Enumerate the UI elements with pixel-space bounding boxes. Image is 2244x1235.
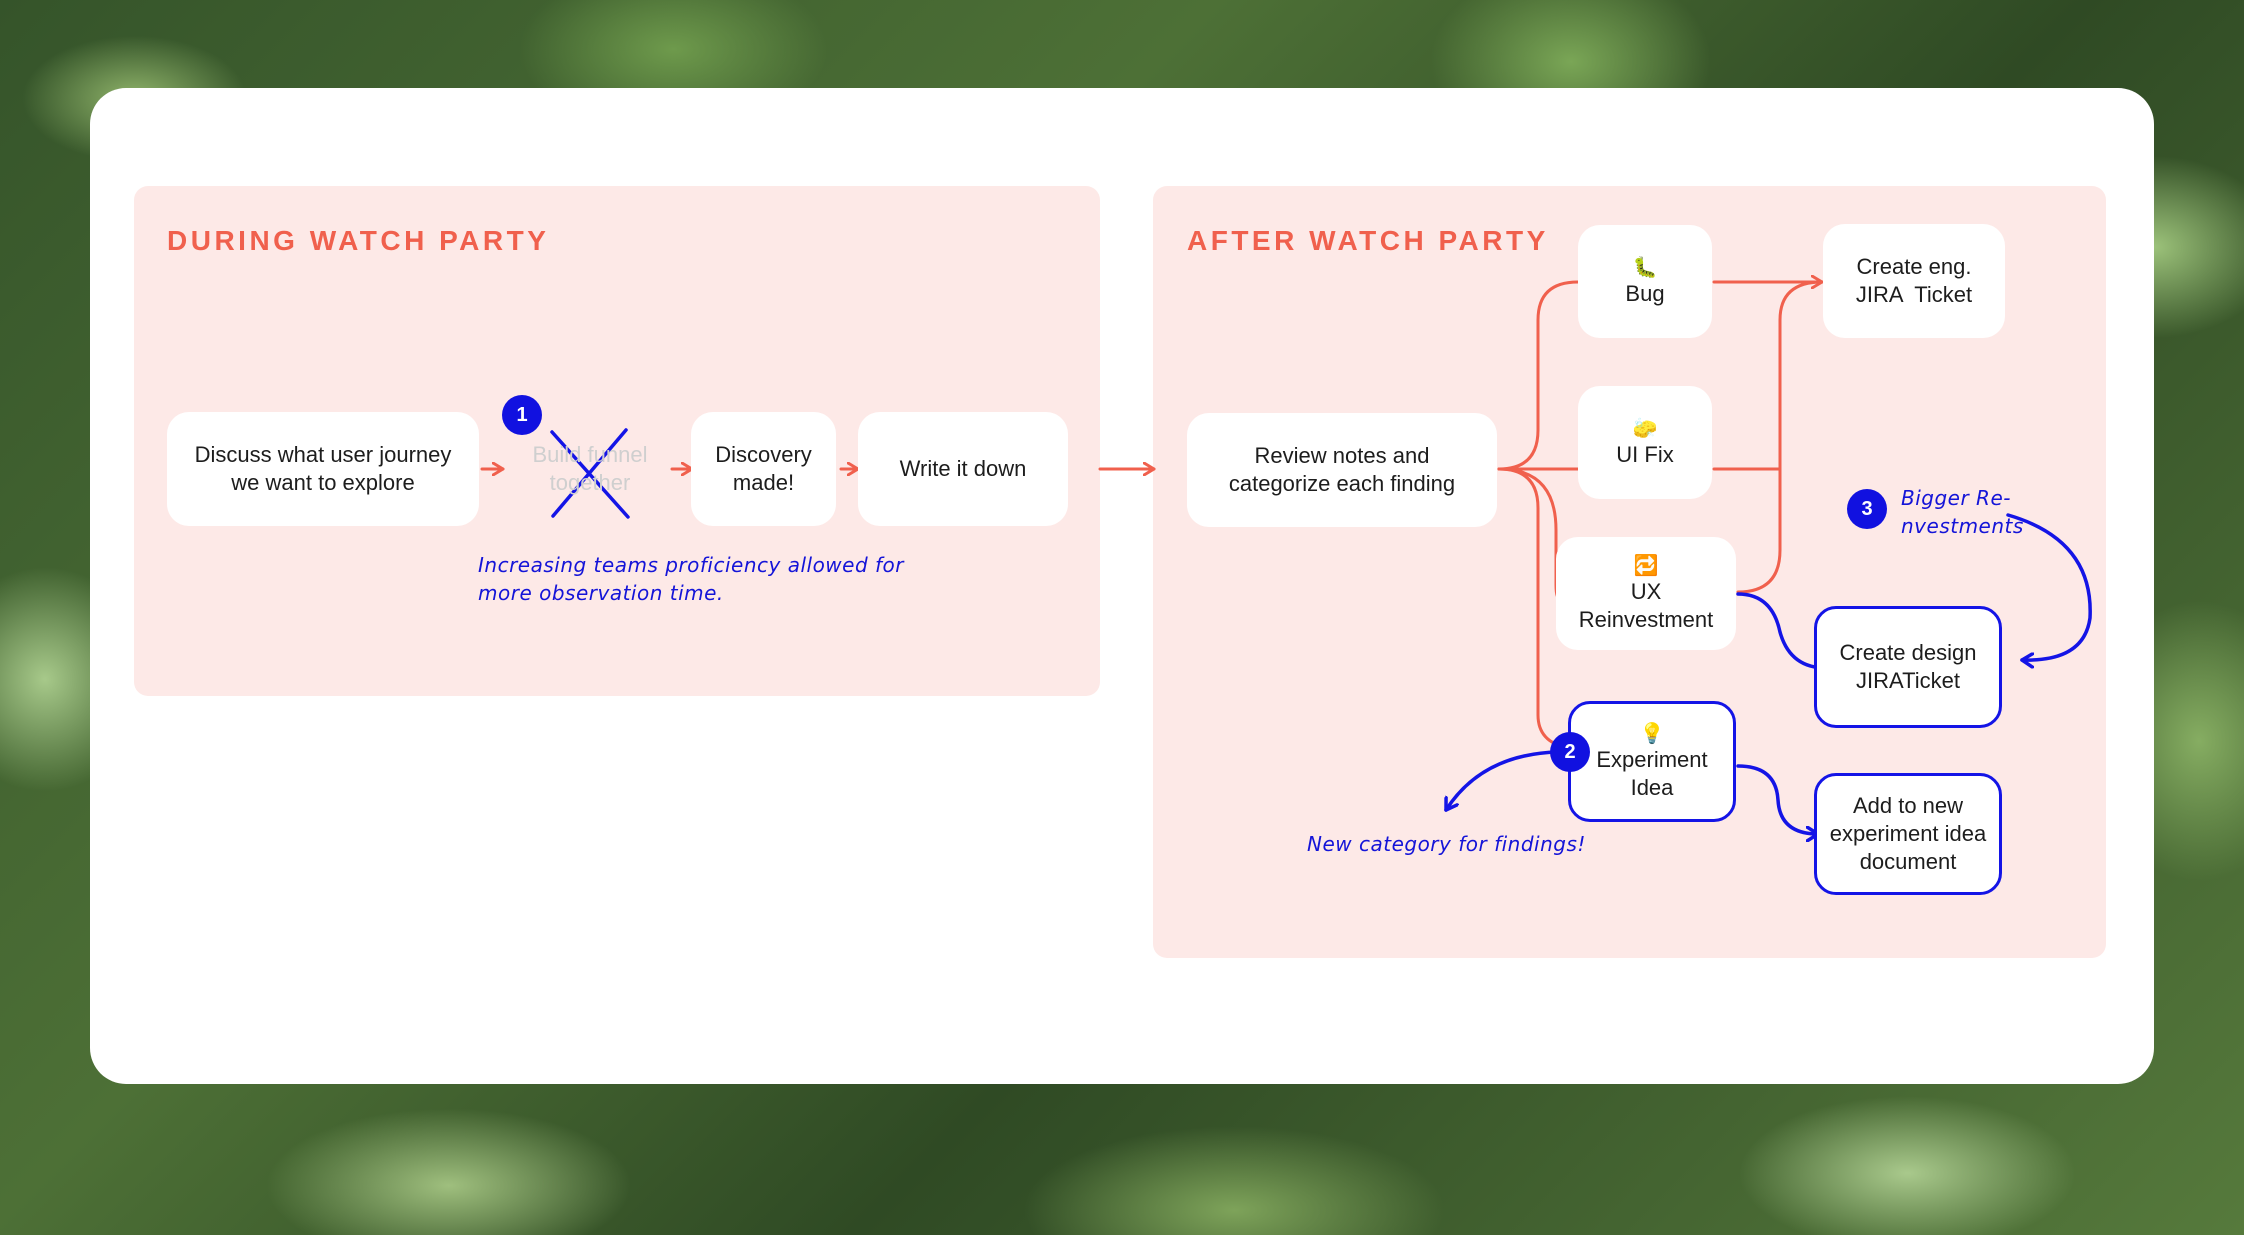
discuss-line-1: Discuss what user journey bbox=[194, 442, 452, 467]
arrow-experiment-to-doc bbox=[1736, 764, 1820, 834]
design-ticket-line-1: Create design bbox=[1839, 640, 1977, 665]
bug-icon: 🐛 bbox=[1632, 256, 1658, 279]
eng-ticket-node: Create eng. JIRA Ticket bbox=[1823, 224, 2005, 338]
experiment-idea-node: 💡 Experiment Idea bbox=[1568, 701, 1736, 822]
review-node: Review notes and categorize each finding bbox=[1187, 413, 1497, 527]
build-funnel-line-2: together bbox=[549, 470, 631, 495]
arrow-bigger-reinvestments bbox=[2006, 513, 2092, 660]
badge-3: 3 bbox=[1847, 489, 1887, 529]
sponge-icon: 🧽 bbox=[1632, 417, 1658, 440]
discovery-line-2: made! bbox=[732, 470, 795, 495]
branch-to-bug bbox=[1497, 280, 1580, 471]
ux-line-1: UX bbox=[1630, 578, 1662, 604]
discuss-line-2: we want to explore bbox=[231, 470, 415, 495]
design-ticket-line-2: JIRATicket bbox=[1856, 668, 1960, 693]
add-doc-node: Add to new experiment idea document bbox=[1814, 773, 2002, 895]
build-funnel-node: Build funnel together bbox=[510, 412, 670, 526]
review-line-2: categorize each finding bbox=[1228, 471, 1456, 496]
funnel-cross-b bbox=[551, 428, 628, 518]
build-funnel-line-1: Build funnel bbox=[532, 442, 648, 467]
add-doc-line-3: document bbox=[1859, 849, 1957, 874]
arrow-new-category bbox=[1444, 750, 1560, 812]
eng-ticket-line-1: Create eng. bbox=[1856, 254, 1972, 279]
review-line-1: Review notes and bbox=[1254, 443, 1430, 468]
note-new-category-line-1: New category for findings! bbox=[1307, 832, 1586, 856]
lightbulb-icon: 💡 bbox=[1639, 722, 1665, 745]
discovery-node: Discovery made! bbox=[691, 412, 836, 526]
badge-2: 2 bbox=[1550, 732, 1590, 772]
merge-ui-to-eng bbox=[1712, 280, 1824, 471]
discovery-line-1: Discovery bbox=[715, 442, 812, 467]
add-doc-line-2: experiment idea bbox=[1829, 821, 1987, 846]
ui-fix-label: UI Fix bbox=[1616, 441, 1674, 467]
bug-label: Bug bbox=[1625, 280, 1665, 306]
note-proficiency-line-2: more observation time. bbox=[478, 581, 724, 605]
ux-reinvestment-node: 🔁 UX Reinvestment bbox=[1556, 537, 1736, 650]
eng-ticket-line-2: JIRA Ticket bbox=[1855, 282, 1973, 307]
arrow-ux-to-design bbox=[1736, 592, 1828, 668]
note-bigger-line-1: Bigger Re- bbox=[1901, 486, 2011, 510]
write-node: Write it down bbox=[858, 412, 1068, 526]
note-bigger-reinvestments: Bigger Re- nvestments bbox=[1901, 484, 2024, 540]
branch-to-ux bbox=[1497, 467, 1562, 601]
discuss-node: Discuss what user journey we want to exp… bbox=[167, 412, 479, 526]
badge-1: 1 bbox=[502, 395, 542, 435]
experiment-line-1: Experiment bbox=[1596, 746, 1708, 772]
note-proficiency: Increasing teams proficiency allowed for… bbox=[478, 551, 904, 607]
after-panel-title: AFTER WATCH PARTY bbox=[1187, 225, 1549, 256]
ui-fix-node: 🧽 UI Fix bbox=[1578, 386, 1712, 499]
write-line-1: Write it down bbox=[899, 456, 1027, 481]
repeat-icon: 🔁 bbox=[1633, 554, 1659, 577]
add-doc-line-1: Add to new bbox=[1852, 793, 1964, 818]
note-bigger-line-2: nvestments bbox=[1901, 514, 2024, 538]
design-ticket-node: Create design JIRATicket bbox=[1814, 606, 2002, 728]
during-panel-title: DURING WATCH PARTY bbox=[167, 225, 550, 256]
note-proficiency-line-1: Increasing teams proficiency allowed for bbox=[478, 553, 905, 577]
experiment-line-2: Idea bbox=[1630, 774, 1674, 800]
merge-ux-to-eng bbox=[1736, 467, 1782, 594]
note-new-category: New category for findings! bbox=[1307, 830, 1586, 858]
ux-line-2: Reinvestment bbox=[1578, 606, 1714, 632]
bug-node: 🐛 Bug bbox=[1578, 225, 1712, 338]
